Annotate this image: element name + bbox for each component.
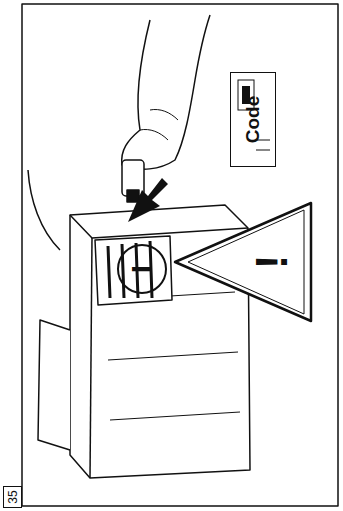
warning-triangle: ! [172,200,314,324]
printer-edge [90,238,92,478]
printer-edge [70,215,248,238]
cartridge-bay [95,236,172,305]
code-label-box: Code [230,72,276,167]
printer-lines [105,292,240,420]
node-text: Code [244,96,263,144]
step-circle: I [117,244,167,294]
page-frame [22,4,338,506]
node-text: 35 [6,490,18,503]
cartridge-tip [127,190,139,202]
warning-inner [188,210,304,314]
cable [28,170,60,250]
warning-outline [175,203,311,321]
hand [122,15,210,169]
insert-arrow [128,178,168,222]
hand-fingers [140,109,178,140]
paper-tray [38,320,70,450]
page-number-box: 35 [3,486,22,508]
node-text: I [128,265,156,273]
node-text: ! [251,255,295,270]
